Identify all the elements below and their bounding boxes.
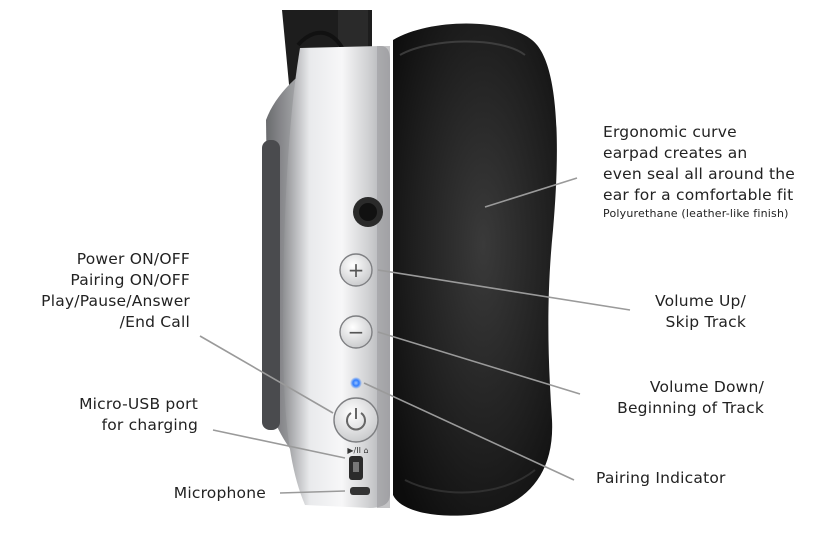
power-label: Power ON/OFF Pairing ON/OFF Play/Pause/A…	[8, 249, 190, 333]
power-line-3: Play/Pause/Answer	[41, 292, 190, 310]
volume-up-button[interactable]: +	[339, 253, 373, 287]
volume-down-line-1: Volume Down/	[649, 378, 764, 396]
pairing-led	[350, 377, 362, 389]
leader-volume-down	[377, 331, 581, 395]
leader-earpad	[484, 177, 578, 208]
power-icon	[346, 408, 366, 431]
earpad-line-4: ear for a comfortable fit	[603, 186, 794, 204]
microphone-label: Microphone	[120, 483, 266, 504]
earpad-line-1: Ergonomic curve	[603, 123, 737, 141]
power-button[interactable]	[333, 397, 379, 443]
volume-up-label: Volume Up/ Skip Track	[600, 291, 746, 333]
earpad	[393, 23, 557, 516]
volume-up-line-2: Skip Track	[665, 313, 746, 331]
earpad-line-2: earpad creates an	[603, 144, 748, 162]
plus-icon: +	[348, 258, 365, 282]
volume-up-line-1: Volume Up/	[655, 292, 746, 310]
volume-down-button[interactable]: −	[339, 315, 373, 349]
slider-glyphs: ▶/II ⌂	[347, 446, 368, 455]
power-line-4: /End Call	[119, 313, 190, 331]
usb-slider[interactable]: ▶/II ⌂	[347, 446, 369, 480]
micro-usb-line-1: Micro-USB port	[79, 395, 198, 413]
power-line-2: Pairing ON/OFF	[70, 271, 190, 289]
microphone-text: Microphone	[173, 484, 266, 502]
earpad-line-3: even seal all around the	[603, 165, 796, 183]
earpad-material: Polyurethane (leather-like finish)	[603, 207, 789, 220]
leader-power	[199, 335, 334, 414]
earpad-label: Ergonomic curve earpad creates an even s…	[603, 122, 795, 222]
volume-down-label: Volume Down/ Beginning of Track	[580, 377, 764, 419]
volume-down-line-2: Beginning of Track	[617, 399, 764, 417]
leader-microphone	[279, 490, 346, 494]
microphone-hole	[350, 487, 370, 495]
micro-usb-line-2: for charging	[101, 416, 198, 434]
micro-usb-label: Micro-USB port for charging	[40, 394, 198, 436]
leader-lines	[199, 177, 631, 494]
cable-jack	[353, 197, 383, 227]
leader-volume-up	[377, 269, 631, 311]
leader-usb	[212, 429, 346, 459]
pairing-indicator-label: Pairing Indicator	[596, 468, 726, 489]
leader-pairing	[363, 382, 575, 481]
minus-icon: −	[348, 320, 365, 344]
pairing-indicator-text: Pairing Indicator	[596, 469, 726, 487]
ear-cup-housing	[283, 46, 390, 508]
power-line-1: Power ON/OFF	[76, 250, 190, 268]
